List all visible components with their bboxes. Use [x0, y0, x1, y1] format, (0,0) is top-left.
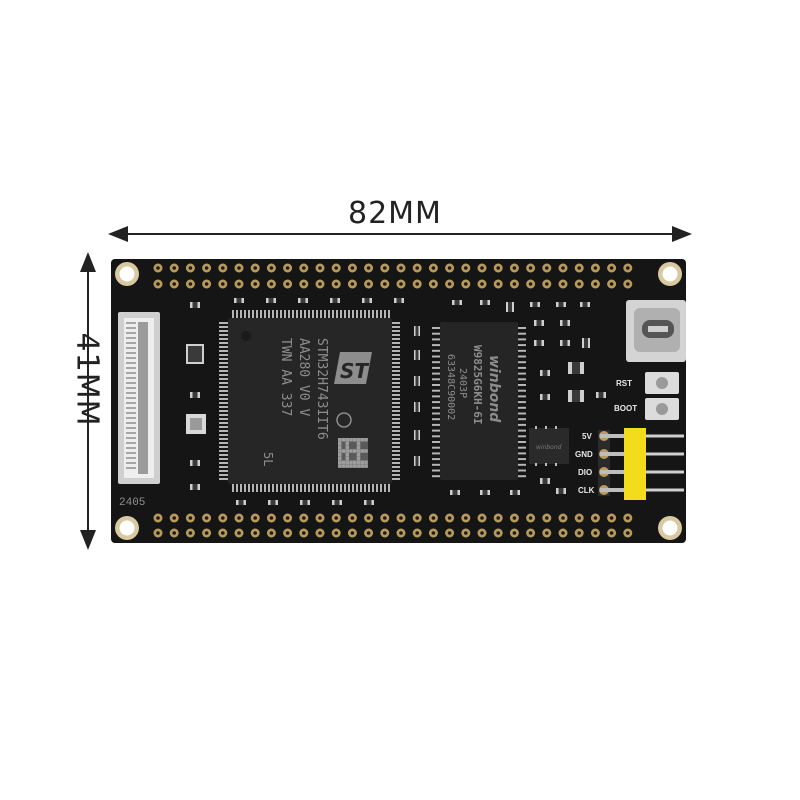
- corner-mark: 2405: [119, 497, 145, 509]
- smd-components: [190, 298, 606, 505]
- flash-brand-label: winbond: [536, 444, 562, 451]
- fpc-connector: [118, 312, 160, 484]
- pin-label-5v: 5V: [582, 432, 592, 441]
- mcu-label-line2: AA280 V0 V: [296, 338, 311, 416]
- mcu-label-line1: STM32H743IIT6: [314, 338, 329, 440]
- swd-pin-header: 5V GND DIO CLK: [575, 428, 684, 500]
- sdram-brand-label: winbond: [486, 355, 502, 423]
- width-dimension-label: 82MM: [348, 196, 442, 231]
- boot-label: BOOT: [614, 404, 637, 413]
- mcu-label-line4: 5L: [261, 452, 275, 466]
- usb-c-port: [626, 300, 686, 362]
- oscillator-core: [190, 418, 202, 430]
- header-pads: [153, 263, 633, 538]
- mcu-label-line3: TWN AA 337: [278, 338, 293, 416]
- boot-button[interactable]: [645, 398, 679, 420]
- crystal-component: [186, 344, 204, 364]
- svg-text:ST: ST: [340, 359, 369, 383]
- datamatrix-cells: [338, 438, 368, 468]
- sdram-part-label: W9825G6KH-6I: [471, 345, 484, 424]
- sdram-code-label: 2403P: [457, 368, 468, 398]
- rst-button[interactable]: [645, 372, 679, 394]
- pin-label-gnd: GND: [575, 450, 593, 459]
- sdram-lot-label: 63348C90002: [445, 354, 456, 420]
- flash-chip: winbond: [529, 426, 569, 466]
- pin-label-dio: DIO: [578, 468, 592, 477]
- pin-label-clk: CLK: [578, 486, 595, 495]
- mounting-holes: [115, 262, 682, 540]
- rst-label: RST: [616, 379, 632, 388]
- mcu-chip: STM32H743IIT6 AA280 V0 V TWN AA 337 5L S…: [219, 310, 400, 492]
- e3-mark-icon: [336, 412, 352, 428]
- st-logo-icon: ST: [334, 352, 372, 384]
- sdram-chip: winbond W9825G6KH-6I 2403P 63348C90002: [432, 322, 526, 480]
